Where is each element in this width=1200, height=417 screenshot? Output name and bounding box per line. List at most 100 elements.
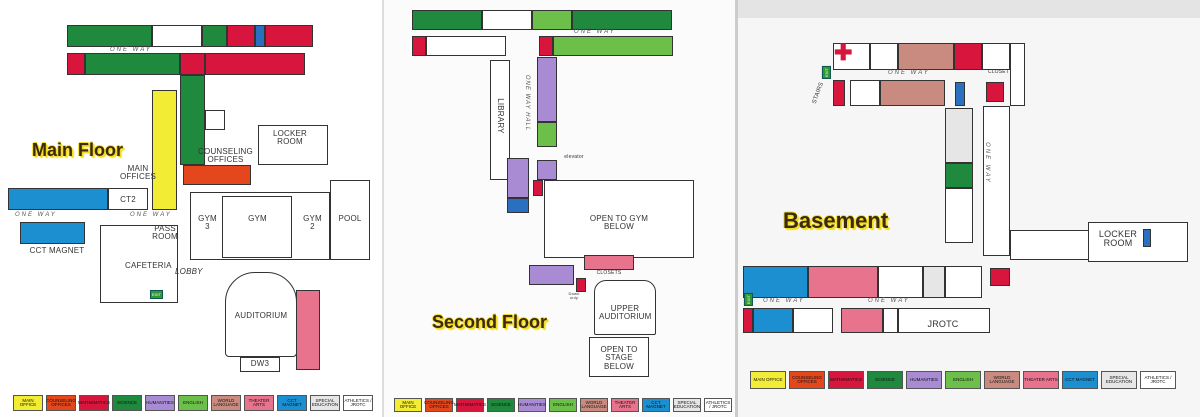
english-room: [532, 10, 572, 30]
legend-counseling: COUNSELING OFFICES: [789, 371, 825, 389]
stairs-label: STAIRS: [811, 81, 826, 105]
auditorium: [225, 272, 297, 357]
room: [850, 80, 880, 106]
legend-cct-magnet: CCT MAGNET: [277, 395, 307, 411]
one-way-label: ONE WAY: [15, 212, 57, 218]
locker-room: [258, 125, 328, 165]
floor-title: Basement: [783, 208, 889, 233]
basement-map: ✚ ONE WAY CLOSET EXIT STAIRS ONE WAY Bas…: [735, 0, 1200, 417]
cafeteria-label: CAFETERIA: [125, 261, 172, 270]
restroom-icon: [1143, 229, 1151, 247]
legend-athletics-jrotc: ATHLETICS / JROTC: [704, 398, 732, 412]
math-room: [954, 43, 982, 70]
legend-main-office: MAIN OFFICE: [750, 371, 786, 389]
floor-title: Second Floor: [432, 312, 548, 332]
one-way-hall-label: ONE WAY HALL: [524, 74, 531, 132]
nurse-room: [833, 43, 870, 70]
legend-english: ENGLISH: [178, 395, 208, 411]
exit-sign: EXIT: [821, 66, 831, 79]
legend-english: ENGLISH: [945, 371, 981, 389]
scan-edge: [738, 0, 1200, 18]
room: [1010, 43, 1025, 106]
legend-athletics-jrotc: ATHLETICS / JROTC: [1140, 371, 1176, 389]
legend-world-language: WORLD LANGUAGE: [984, 371, 1020, 389]
restroom-icon: [255, 25, 265, 47]
legend-theater-arts: THEATER ARTS: [244, 395, 274, 411]
lobby-label: LOBBY: [175, 267, 203, 276]
rooms: [945, 266, 982, 298]
legend-counseling: COUNSELING OFFICES: [424, 398, 454, 412]
open-to-gym-below: [544, 180, 694, 258]
math-rooms: [265, 25, 313, 47]
room: [205, 110, 225, 130]
stairs: [67, 53, 85, 75]
auditorium-label: AUDITORIUM: [234, 311, 288, 320]
room: [883, 308, 898, 333]
main-floor-map: ONE WAY Main Floor MAIN OFFICES COUNSELI…: [0, 0, 382, 417]
cct-magnet-rooms: [20, 222, 85, 244]
cct-magnet-label: CCT MAGNET: [29, 246, 85, 255]
upper-auditorium-label: UPPER AUDITORIUM: [599, 304, 652, 322]
science-room: [945, 163, 973, 188]
counseling-offices: [183, 165, 251, 185]
cct-magnet-rooms: [743, 266, 808, 298]
one-way-label: ONE WAY: [130, 212, 172, 218]
stairs: [576, 278, 586, 292]
restroom-icon: [507, 198, 529, 213]
down-only-label: Down only: [568, 291, 580, 301]
one-way-label: ONE WAY: [763, 298, 805, 304]
counseling-label: COUNSELING OFFICES: [198, 147, 253, 165]
pool-label: POOL: [338, 214, 362, 223]
stairs: [986, 82, 1004, 102]
legend-cct-magnet: CCT MAGNET: [642, 398, 670, 412]
rooms: [426, 36, 506, 56]
one-way-label: ONE WAY: [574, 29, 616, 35]
legend-special-education: SPECIAL EDUCATION: [310, 395, 340, 411]
science-rooms: [85, 53, 180, 75]
stairs: [743, 308, 753, 333]
ct2-label: CT2: [120, 195, 136, 204]
legend-counseling: COUNSELING OFFICES: [46, 395, 76, 411]
legend-main-office: MAIN OFFICE: [394, 398, 422, 412]
legend-humanities: HUMANITIES: [145, 395, 175, 411]
one-way-label: ONE WAY: [110, 47, 152, 53]
legend-humanities: HUMANITIES: [906, 371, 942, 389]
pool: [330, 180, 370, 260]
floor-title: Main Floor: [32, 140, 123, 160]
cct-magnet-rooms: [753, 308, 793, 333]
theater-arts-rooms: [296, 290, 320, 370]
library-label: LIBRARY: [496, 98, 506, 134]
closet-label: CLOSET: [987, 69, 1010, 75]
world-language-rooms: [880, 80, 945, 106]
library: [490, 60, 510, 180]
theater-arts-rooms: [841, 308, 883, 333]
stairs: [990, 268, 1010, 286]
humanities-room: [537, 160, 557, 180]
one-way-label: ONE WAY: [868, 298, 910, 304]
locker-room-label: LOCKER ROOM: [1098, 229, 1138, 249]
english-rooms: [553, 36, 673, 56]
stairs: [833, 80, 845, 106]
open-to-stage-below: [589, 337, 649, 377]
world-language-rooms: [898, 43, 954, 70]
special-education-rooms: [945, 108, 973, 163]
humanities-rooms: [507, 158, 529, 198]
legend: MAIN OFFICE COUNSELING OFFICES MATHEMATI…: [13, 395, 373, 411]
cct-magnet-rooms: [8, 188, 108, 210]
legend-cct-magnet: CCT MAGNET: [1062, 371, 1098, 389]
restroom-icon: [955, 82, 965, 106]
one-way-label: ONE WAY: [983, 142, 990, 184]
theater-arts-room: [584, 255, 634, 270]
legend-world-language: WORLD LANGUAGE: [211, 395, 241, 411]
legend: MAIN OFFICE COUNSELING OFFICES MATHEMATI…: [750, 371, 1176, 389]
ct2-room: [108, 188, 148, 210]
one-way-label: ONE WAY: [888, 70, 930, 76]
room: [870, 43, 898, 70]
science-wing: [180, 75, 205, 165]
legend: MAIN OFFICE COUNSELING OFFICES MATHEMATI…: [394, 398, 732, 412]
main-offices-label: MAIN OFFICES: [119, 164, 157, 182]
science-rooms: [412, 10, 482, 30]
room: [482, 10, 532, 30]
gym-label: GYM: [248, 214, 267, 223]
jrotc-label: JROTC: [927, 319, 959, 329]
